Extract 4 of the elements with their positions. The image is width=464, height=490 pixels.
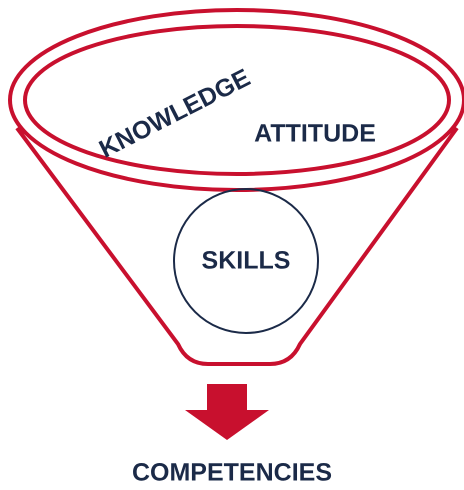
block-arrow — [185, 384, 269, 440]
result-label: COMPETENCIES — [132, 458, 332, 488]
ellipse-label: ATTITUDE — [254, 120, 376, 148]
circle-label: SKILLS — [202, 246, 290, 276]
